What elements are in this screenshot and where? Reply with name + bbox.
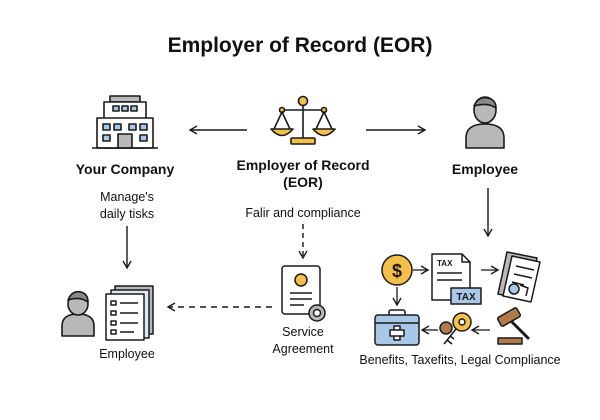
employee-top-label: Employee (451, 161, 519, 177)
scales-icon (270, 95, 336, 145)
service-agreement-label: Service Agreement (258, 324, 348, 358)
eor-label-line2: (EOR) (283, 174, 323, 190)
certificate-icon (281, 265, 326, 322)
eor-label-line1: Employer of Record (236, 157, 370, 173)
documents-icon (105, 285, 154, 341)
building-icon (92, 95, 158, 149)
manages-note: Manage's daily tisks (78, 189, 176, 223)
manages-note-line2: daily tisks (99, 207, 155, 221)
employee-bottom-label: Employee (99, 347, 155, 361)
diagram-title: Employer of Record (EOR) (167, 34, 433, 57)
service-agreement-line2: Agreement (272, 342, 334, 356)
service-agreement-line1: Service (282, 325, 324, 339)
person-icon (465, 96, 505, 149)
tax-doc-label: TAX (437, 259, 453, 268)
gavel-icon (496, 307, 530, 345)
dollar-sign: $ (392, 261, 402, 281)
fair-compliance-note: Falir and compliance (245, 206, 361, 220)
person-icon-bottom (61, 290, 95, 337)
eor-label: Employer of Record (EOR) (226, 157, 380, 191)
dollar-coin-icon: $ (381, 254, 413, 286)
tax-card-label: TAX (456, 292, 476, 303)
invoice-icon (497, 251, 541, 303)
medical-kit-icon (374, 309, 420, 346)
key-icon (439, 312, 472, 345)
manages-note-line1: Manage's (100, 190, 154, 204)
tax-document-icon: TAX TAX (431, 253, 482, 305)
benefits-compliance-label: Benefits, Taxefits, Legal Compliance (359, 353, 561, 367)
your-company-label: Your Company (75, 161, 175, 177)
